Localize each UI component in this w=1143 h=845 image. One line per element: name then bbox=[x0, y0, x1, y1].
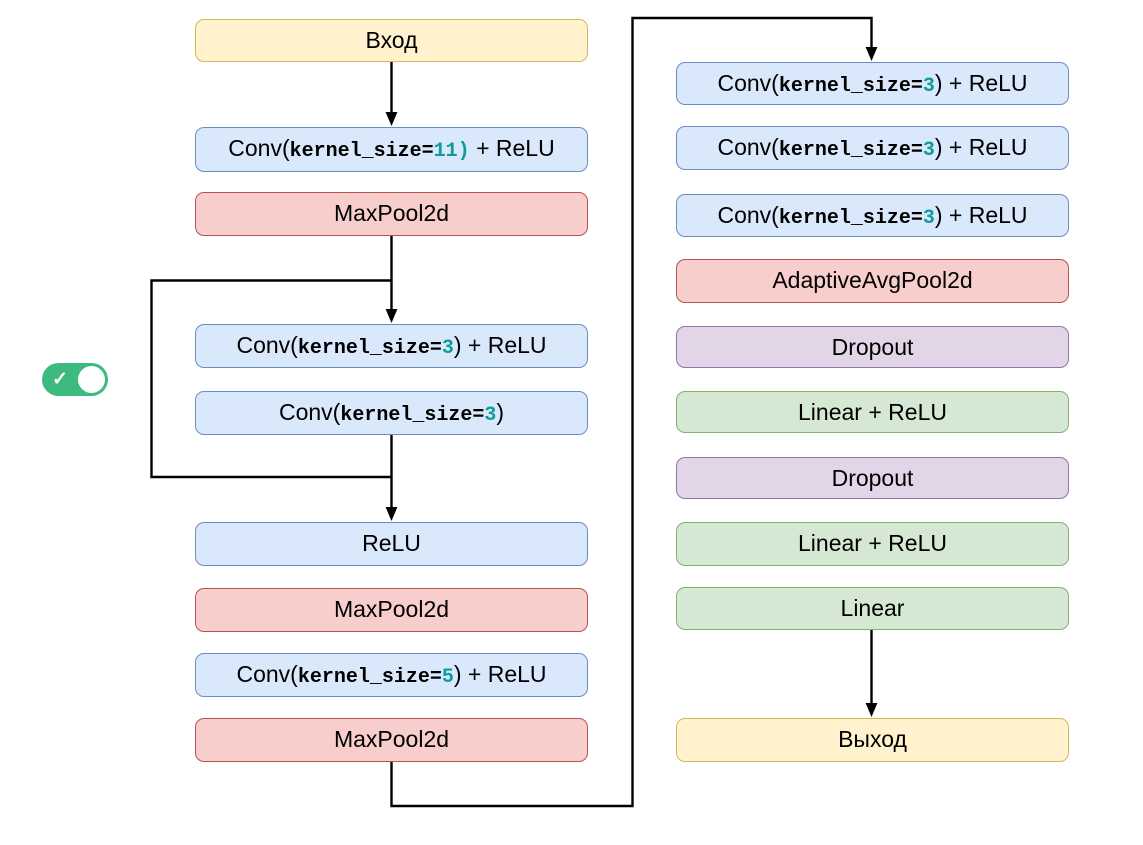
label-segment: ) + ReLU bbox=[453, 332, 547, 358]
label-segment: Выход bbox=[838, 726, 907, 752]
label-segment: Linear bbox=[840, 595, 905, 621]
label-segment: kernel_size= bbox=[778, 207, 923, 230]
toggle-knob bbox=[78, 366, 105, 393]
label-segment: AdaptiveAvgPool2d bbox=[772, 267, 973, 293]
node-conv-k11-relu: Conv(kernel_size=11) + ReLU bbox=[195, 127, 588, 172]
label-segment: kernel_size= bbox=[778, 75, 923, 98]
label-segment: ) + ReLU bbox=[934, 134, 1028, 160]
label-segment: Dropout bbox=[831, 334, 914, 360]
label-segment: kernel_size= bbox=[297, 337, 442, 360]
label-segment: 3 bbox=[922, 139, 935, 162]
label-segment: kernel_size= bbox=[297, 666, 442, 689]
node-linear-relu-1: Linear + ReLU bbox=[676, 391, 1069, 433]
node-conv-k3-relu-1: Conv(kernel_size=3) + ReLU bbox=[676, 62, 1069, 105]
label-segment: Conv( bbox=[717, 202, 779, 228]
node-dropout-1: Dropout bbox=[676, 326, 1069, 368]
label-segment: ) + ReLU bbox=[934, 202, 1028, 228]
arrowhead-conv11 bbox=[385, 112, 398, 126]
label-segment: Conv( bbox=[236, 332, 298, 358]
node-relu: ReLU bbox=[195, 522, 588, 566]
label-segment: kernel_size= bbox=[340, 404, 485, 427]
label-segment: ) + ReLU bbox=[453, 661, 547, 687]
label-segment: kernel_size= bbox=[778, 139, 923, 162]
label-segment: kernel_size= bbox=[289, 140, 434, 163]
check-icon: ✓ bbox=[52, 368, 68, 390]
node-conv-k5-relu: Conv(kernel_size=5) + ReLU bbox=[195, 653, 588, 697]
node-conv-k3-skip: Conv(kernel_size=3) bbox=[195, 391, 588, 435]
label-segment: Linear + ReLU bbox=[798, 530, 947, 556]
node-input: Вход bbox=[195, 19, 588, 62]
arrowhead-right-column bbox=[865, 47, 878, 61]
node-output: Выход bbox=[676, 718, 1069, 762]
node-conv-k3-relu-2: Conv(kernel_size=3) + ReLU bbox=[676, 126, 1069, 170]
node-conv-k3-relu-3: Conv(kernel_size=3) + ReLU bbox=[676, 194, 1069, 237]
label-segment: 3 bbox=[441, 337, 454, 360]
label-segment: 3 bbox=[484, 404, 497, 427]
label-segment: + ReLU bbox=[469, 135, 555, 161]
label-segment: 5 bbox=[441, 666, 454, 689]
label-segment: 3 bbox=[922, 75, 935, 98]
label-segment: 3 bbox=[922, 207, 935, 230]
label-segment: MaxPool2d bbox=[333, 596, 450, 622]
arrowhead-relu bbox=[385, 507, 398, 521]
node-conv-k3-relu-skip: Conv(kernel_size=3) + ReLU bbox=[195, 324, 588, 368]
node-maxpool-3: MaxPool2d bbox=[195, 718, 588, 762]
node-linear: Linear bbox=[676, 587, 1069, 630]
label-segment: Conv( bbox=[278, 399, 341, 425]
label-segment: MaxPool2d bbox=[333, 726, 450, 752]
arrowhead-output bbox=[865, 703, 878, 717]
node-dropout-2: Dropout bbox=[676, 457, 1069, 499]
arrowhead-conv3 bbox=[385, 309, 398, 323]
label-segment: Conv( bbox=[236, 661, 298, 687]
label-segment: MaxPool2d bbox=[333, 200, 450, 226]
label-segment: Вход bbox=[365, 27, 418, 53]
label-segment: ) + ReLU bbox=[934, 70, 1028, 96]
label-segment: ReLU bbox=[362, 530, 421, 556]
label-segment: 11) bbox=[433, 140, 470, 163]
label-segment: Conv( bbox=[717, 134, 779, 160]
node-maxpool-2: MaxPool2d bbox=[195, 588, 588, 632]
skip-connection-path bbox=[150, 279, 392, 479]
edge-left-column-to-right-column bbox=[390, 16, 873, 808]
node-linear-relu-2: Linear + ReLU bbox=[676, 522, 1069, 566]
skip-connection-toggle[interactable]: ✓ bbox=[42, 363, 108, 396]
label-segment: ) bbox=[496, 399, 505, 425]
label-segment: Dropout bbox=[831, 465, 914, 491]
node-adaptive-avgpool: AdaptiveAvgPool2d bbox=[676, 259, 1069, 303]
label-segment: Linear + ReLU bbox=[798, 399, 947, 425]
label-segment: Conv( bbox=[228, 135, 290, 161]
node-maxpool-1: MaxPool2d bbox=[195, 192, 588, 236]
label-segment: Conv( bbox=[717, 70, 779, 96]
